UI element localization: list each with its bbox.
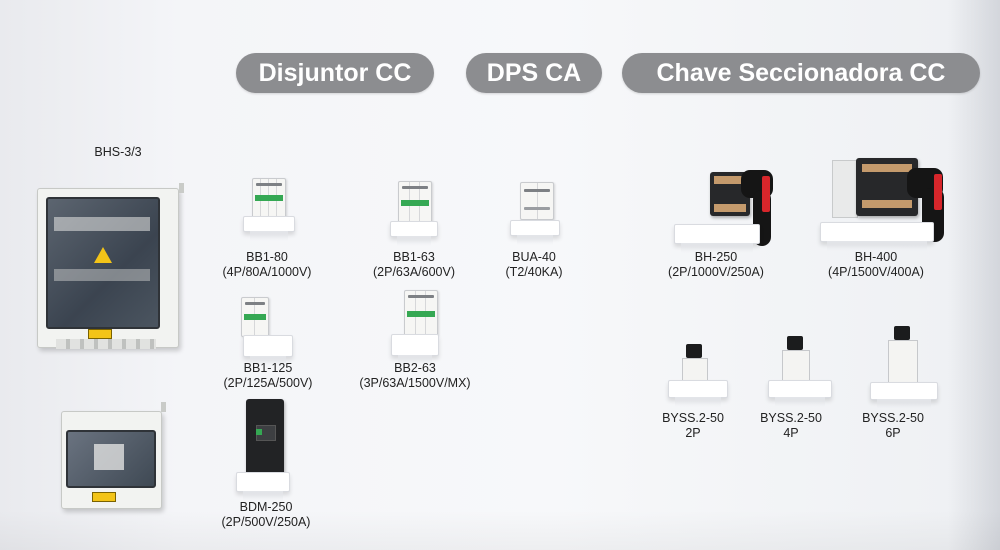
shelf-bb1-125 <box>243 335 293 366</box>
model-byss-6p: BYSS.2-50 <box>862 411 924 425</box>
model-byss-2p: BYSS.2-50 <box>662 411 724 425</box>
breaker-bb1-80 <box>252 178 286 218</box>
breaker-bdm-250 <box>246 399 284 475</box>
header-chave-seccionadora-cc: Chave Seccionadora CC <box>622 53 980 93</box>
shelf-bh-250 <box>674 224 760 253</box>
mounting-tab <box>179 183 184 193</box>
model-bb1-80: BB1-80 <box>246 250 288 264</box>
floor-shadow <box>0 510 1000 550</box>
handle-red-stripe <box>934 174 942 210</box>
shelf-bb2-63 <box>391 334 439 365</box>
label-byss-2p: BYSS.2-50 2P <box>662 411 724 441</box>
isolator-bh-400-terminal <box>832 160 858 218</box>
shelf-bua-40 <box>510 220 560 245</box>
shelf-byss-4p <box>768 380 832 407</box>
spec-byss-2p: 2P <box>685 426 701 440</box>
combiner-box-model: BHS-3/3 <box>94 145 142 159</box>
header-disjuntor-cc: Disjuntor CC <box>236 53 434 93</box>
shelf-bh-400 <box>820 222 934 251</box>
spec-bua-40: (T2/40KA) <box>505 265 563 279</box>
breaker-bb2-63 <box>404 290 438 336</box>
combiner-box-window <box>46 197 160 329</box>
model-bb1-125: BB1-125 <box>243 361 293 375</box>
shelf-bb1-63 <box>390 221 438 246</box>
shelf-byss-2p <box>668 380 728 407</box>
rotary-knob-icon <box>787 336 803 350</box>
spec-bb1-63: (2P/63A/600V) <box>373 265 455 279</box>
combiner-box-label: BHS-3/3 <box>94 145 141 160</box>
combiner-box-large <box>37 183 184 349</box>
spec-bb2-63: (3P/63A/1500V/MX) <box>359 376 471 390</box>
shelf-bb1-80 <box>243 216 295 241</box>
warning-label-icon <box>88 329 112 339</box>
label-bb2-63: BB2-63 (3P/63A/1500V/MX) <box>359 361 470 391</box>
shelf-bdm-250 <box>236 472 290 501</box>
model-bh-400: BH-400 <box>854 250 898 264</box>
label-bb1-125: BB1-125 (2P/125A/500V) <box>224 361 313 391</box>
spec-bb1-125: (2P/125A/500V) <box>223 376 313 390</box>
isolator-byss-2p <box>682 358 708 382</box>
spec-byss-4p: 4P <box>783 426 799 440</box>
header-dps-ca: DPS CA <box>466 53 602 93</box>
rotary-knob-icon <box>894 326 910 340</box>
mounting-tab <box>161 402 166 412</box>
label-bb1-63: BB1-63 (2P/63A/600V) <box>373 250 455 280</box>
label-bua-40: BUA-40 (T2/40KA) <box>506 250 563 280</box>
label-byss-6p: BYSS.2-50 6P <box>862 411 924 441</box>
spec-byss-6p: 6P <box>885 426 901 440</box>
warning-label-icon <box>92 492 116 502</box>
breaker-row <box>54 217 150 231</box>
model-bb1-63: BB1-63 <box>393 250 435 264</box>
spec-bdm-250: (2P/500V/250A) <box>221 515 311 529</box>
internal-breaker <box>94 444 124 470</box>
label-bb1-80: BB1-80 (4P/80A/1000V) <box>223 250 312 280</box>
spec-bh-250: (2P/1000V/250A) <box>668 265 764 279</box>
rotary-knob-icon <box>686 344 702 358</box>
shelf-byss-6p <box>870 382 938 409</box>
label-bh-250: BH-250 (2P/1000V/250A) <box>668 250 764 280</box>
model-bdm-250: BDM-250 <box>239 500 293 514</box>
label-bdm-250: BDM-250 (2P/500V/250A) <box>222 500 311 530</box>
spec-bh-400: (4P/1500V/400A) <box>828 265 924 279</box>
label-byss-4p: BYSS.2-50 4P <box>760 411 822 441</box>
combiner-box-small <box>61 402 166 509</box>
terminal-row <box>54 269 150 281</box>
isolator-byss-6p <box>888 340 918 386</box>
model-bh-250: BH-250 <box>694 250 738 264</box>
label-bh-400: BH-400 (4P/1500V/400A) <box>828 250 924 280</box>
isolator-byss-4p <box>782 350 810 382</box>
combiner-box-small-window <box>66 430 156 488</box>
spec-bb1-80: (4P/80A/1000V) <box>222 265 312 279</box>
model-bb2-63: BB2-63 <box>394 361 436 375</box>
model-byss-4p: BYSS.2-50 <box>760 411 822 425</box>
cable-glands <box>56 339 156 349</box>
handle-red-stripe <box>762 176 770 212</box>
breaker-bb1-63 <box>398 181 432 223</box>
model-bua-40: BUA-40 <box>512 250 556 264</box>
breaker-bb1-125 <box>241 297 269 337</box>
spd-bua-40 <box>520 182 554 220</box>
warning-icon <box>94 247 112 263</box>
